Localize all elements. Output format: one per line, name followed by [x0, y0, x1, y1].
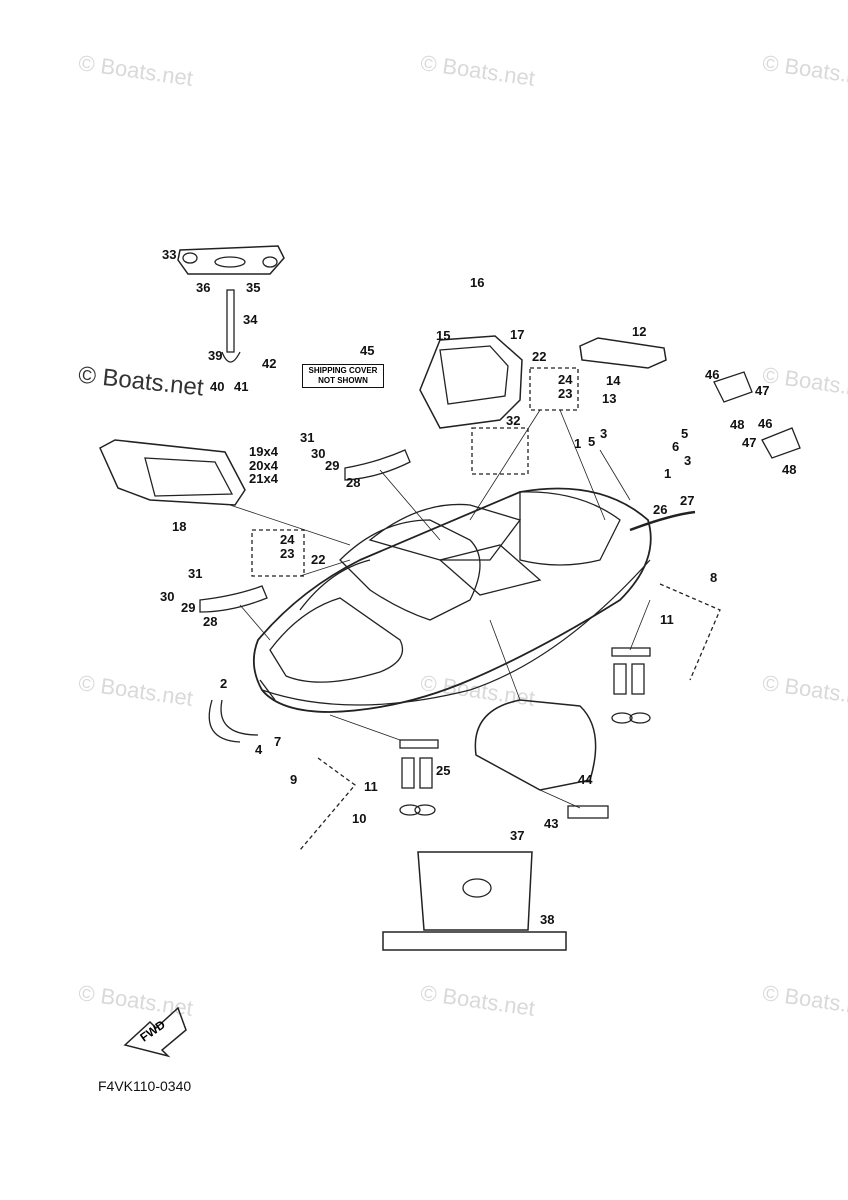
callout-42: 42 — [262, 356, 277, 371]
callout-18: 18 — [172, 519, 187, 534]
callout-39: 39 — [208, 348, 223, 363]
cover-18 — [99, 439, 246, 506]
callout-28-upper: 28 — [346, 475, 361, 490]
callout-4: 4 — [255, 742, 263, 757]
leader-lines — [229, 409, 651, 809]
callout-33: 33 — [162, 247, 177, 262]
callout-21x4: 21x4 — [249, 471, 278, 486]
callout-48-top: 48 — [730, 417, 745, 432]
callout-14: 14 — [606, 373, 621, 388]
callout-16: 16 — [470, 275, 485, 290]
callout-47-top: 47 — [755, 383, 770, 398]
callout-3-right: 3 — [684, 453, 692, 468]
cleats-25 — [399, 647, 651, 816]
callout-13: 13 — [602, 391, 617, 406]
callout-34: 34 — [243, 312, 258, 327]
footrests-46 — [713, 371, 801, 459]
callout-23-left: 23 — [280, 546, 295, 561]
callout-44: 44 — [578, 772, 593, 787]
callout-31-upper: 31 — [300, 430, 315, 445]
rail-26 — [629, 510, 696, 532]
callout-22-top: 22 — [532, 349, 547, 364]
callout-30-lower: 30 — [160, 589, 175, 604]
callout-19x4: 19x4 — [249, 444, 278, 459]
compartment-15 — [419, 335, 523, 429]
callout-10: 10 — [352, 811, 367, 826]
callout-32: 32 — [506, 413, 521, 428]
dashed-groups — [251, 367, 721, 851]
rail-28-upper — [344, 449, 411, 481]
callout-8: 8 — [710, 570, 718, 585]
callout-30-upper: 30 — [311, 446, 326, 461]
callout-46-bottom: 46 — [758, 416, 773, 431]
callout-5-right: 5 — [681, 426, 689, 441]
callout-1-upper: 1 — [574, 436, 582, 451]
callout-20x4: 20x4 — [249, 458, 278, 473]
step-12 — [579, 337, 667, 369]
callout-46-top: 46 — [705, 367, 720, 382]
callout-1-right: 1 — [664, 466, 672, 481]
callout-31-lower: 31 — [188, 566, 203, 581]
shipping-cover-note: SHIPPING COVER NOT SHOWN — [302, 364, 384, 388]
callout-24-top: 24 — [558, 372, 573, 387]
cooler-37 — [382, 851, 567, 951]
callout-29-upper: 29 — [325, 458, 340, 473]
callout-45: 45 — [360, 343, 375, 358]
callout-2: 2 — [220, 676, 228, 691]
callout-27: 27 — [680, 493, 695, 508]
drawing-reference: F4VK110-0340 — [98, 1078, 192, 1094]
callout-7: 7 — [274, 734, 282, 749]
callout-41: 41 — [234, 379, 249, 394]
callout-29-lower: 29 — [181, 600, 196, 615]
callout-38: 38 — [540, 912, 555, 927]
handle-assembly-33 — [177, 245, 285, 363]
shipping-note-line2: NOT SHOWN — [318, 376, 368, 385]
callout-48-bottom: 48 — [782, 462, 797, 477]
callout-6: 6 — [672, 439, 680, 454]
callout-9: 9 — [290, 772, 298, 787]
detail-inset — [474, 699, 609, 819]
callout-36: 36 — [196, 280, 211, 295]
callout-47-bottom: 47 — [742, 435, 757, 450]
callout-37: 37 — [510, 828, 525, 843]
lines-2-4-7 — [208, 699, 259, 743]
callout-25: 25 — [436, 763, 451, 778]
callout-26: 26 — [653, 502, 668, 517]
callout-11-left: 11 — [364, 779, 378, 794]
callout-5-upper: 5 — [588, 434, 596, 449]
boat-hull — [252, 487, 652, 713]
callout-35: 35 — [246, 280, 261, 295]
rail-28-lower — [199, 585, 268, 613]
callout-3-upper: 3 — [600, 426, 608, 441]
callout-15: 15 — [436, 328, 451, 343]
callout-43: 43 — [544, 816, 559, 831]
callout-17: 17 — [510, 327, 525, 342]
shipping-note-line1: SHIPPING COVER — [308, 366, 378, 375]
fwd-arrow-icon — [123, 1006, 187, 1058]
callout-22-left: 22 — [311, 552, 326, 567]
callout-28-lower: 28 — [203, 614, 218, 629]
callout-11-right: 11 — [660, 612, 674, 627]
callout-24-left: 24 — [280, 532, 295, 547]
callout-40: 40 — [210, 379, 225, 394]
callout-23-top: 23 — [558, 386, 573, 401]
callout-12: 12 — [632, 324, 647, 339]
